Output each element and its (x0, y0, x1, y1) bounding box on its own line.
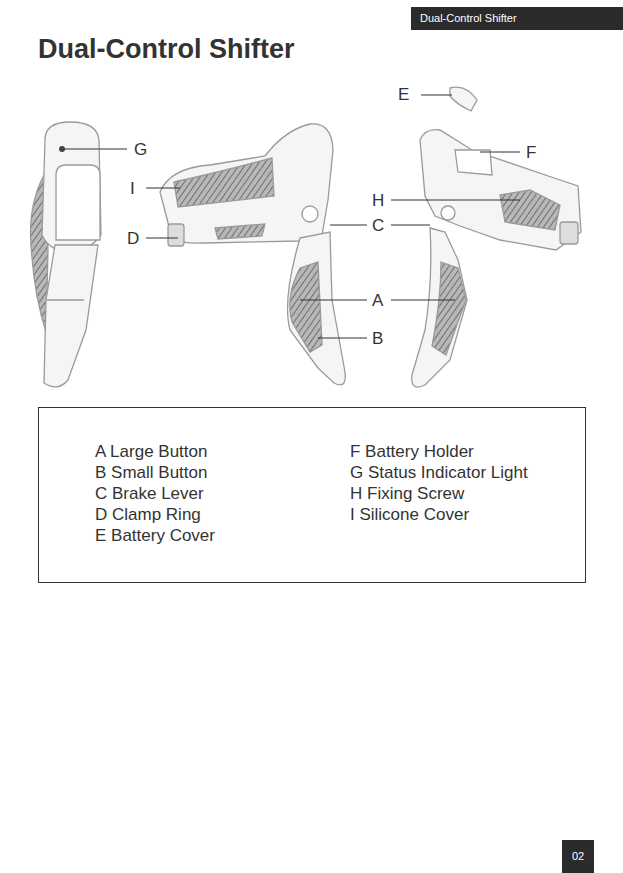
fixing-screw (441, 206, 455, 220)
fixing-screw (302, 206, 318, 222)
key-entry: G Status Indicator Light (350, 462, 528, 483)
paddle (290, 262, 322, 352)
callout-letter: B (372, 330, 383, 347)
hood (42, 122, 101, 252)
clamp-ring (560, 222, 578, 244)
grip-pad (500, 190, 560, 230)
callout-letter: I (130, 180, 135, 197)
leader-line (146, 188, 180, 189)
key-entry: D Clamp Ring (95, 504, 201, 525)
leader-line (391, 200, 520, 201)
leader-line (391, 300, 455, 301)
leader-lines (63, 95, 520, 338)
front-panel (56, 165, 100, 240)
clamp-ring (168, 224, 184, 246)
leader-line (300, 300, 367, 301)
key-entry: E Battery Cover (95, 525, 215, 546)
page-number-box: 02 (562, 840, 594, 873)
leader-line (318, 338, 367, 339)
leader-line (330, 225, 367, 226)
leader-line (421, 95, 452, 96)
leader-line (63, 149, 127, 150)
leader-line (391, 225, 430, 226)
key-entry: B Small Button (95, 462, 207, 483)
silicone-cover (174, 158, 274, 207)
battery-cover (450, 87, 477, 111)
callout-letter: C (372, 217, 384, 234)
lever-line (47, 299, 84, 300)
grip-pad (215, 224, 265, 239)
callout-letter: H (372, 192, 384, 209)
page-number: 02 (562, 840, 594, 873)
key-entry: A Large Button (95, 441, 207, 462)
battery-holder (455, 150, 492, 175)
lever (288, 232, 346, 385)
leader-line (480, 152, 520, 153)
hood (160, 124, 333, 243)
key-box: A Large ButtonB Small ButtonC Brake Leve… (38, 407, 586, 583)
side-view (160, 124, 345, 385)
callout-letter: G (134, 141, 147, 158)
callout-letter: A (372, 292, 383, 309)
rear-view (412, 87, 581, 387)
callout-letter: D (127, 230, 139, 247)
callout-letter: E (398, 86, 409, 103)
lever (44, 245, 98, 387)
leader-line (146, 238, 178, 239)
callout-letter: F (526, 144, 536, 161)
key-entry: H Fixing Screw (350, 483, 464, 504)
lever (412, 228, 467, 387)
paddle (432, 262, 466, 355)
key-entry: F Battery Holder (350, 441, 474, 462)
key-entry: C Brake Lever (95, 483, 204, 504)
front-view (31, 122, 101, 387)
header-text: Dual-Control Shifter (411, 7, 623, 30)
header-bar: Dual-Control Shifter (411, 7, 623, 30)
key-entry: I Silicone Cover (350, 504, 469, 525)
page-title: Dual-Control Shifter (38, 33, 295, 65)
